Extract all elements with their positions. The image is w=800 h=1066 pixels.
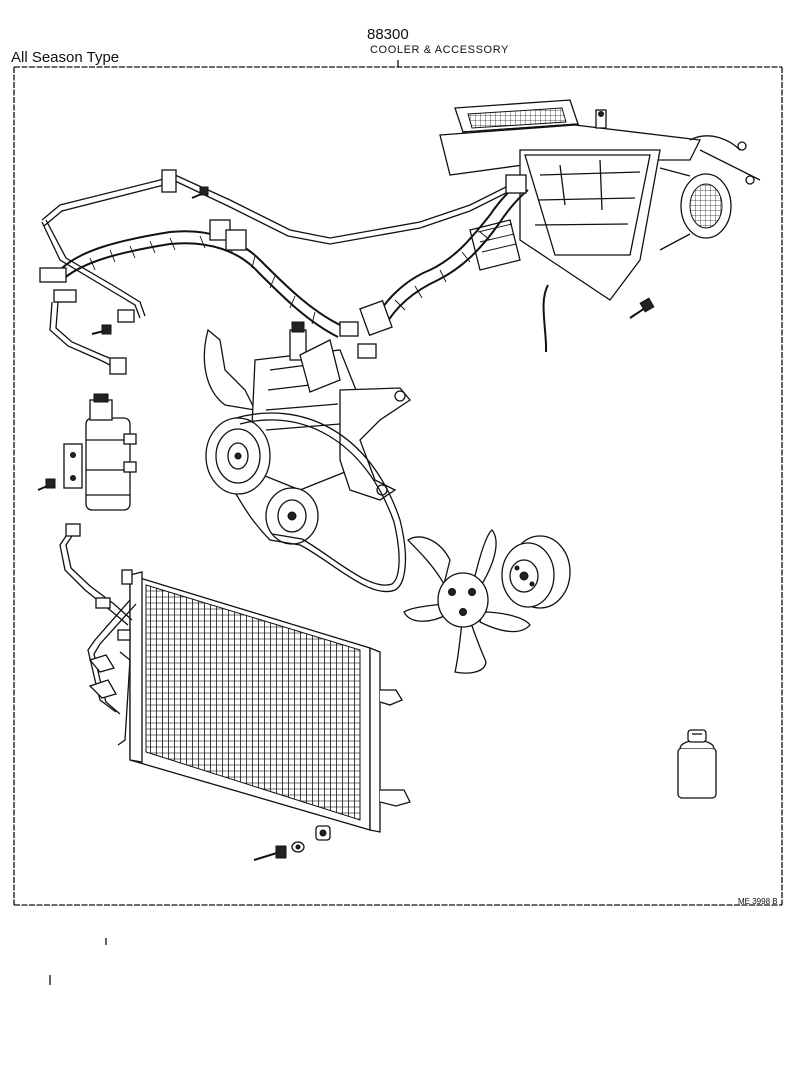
nut-icon [315, 825, 331, 841]
variant-label: All Season Type [11, 49, 120, 66]
bolt-icon [629, 297, 655, 319]
pulley-icon [501, 535, 571, 609]
drawing-code: ME 3998 B [738, 897, 778, 906]
receiver-dryer-icon [37, 393, 137, 511]
bolt-icon [253, 845, 287, 861]
washer-icon [291, 841, 305, 853]
fan-icon [403, 529, 531, 674]
diagram-frame [13, 60, 783, 906]
condenser-icon [59, 523, 411, 861]
compressor-icon [203, 321, 411, 593]
refrigerant-can-icon [677, 729, 717, 799]
bolt-icon [191, 186, 209, 199]
part-number: 88300 [367, 26, 409, 43]
refrigerant-hoses-icon [39, 169, 529, 375]
section-title: COOLER & ACCESSORY [370, 44, 509, 56]
cooling-unit-icon [439, 99, 761, 352]
bolt-icon [91, 324, 112, 335]
bolt-icon [37, 478, 56, 491]
